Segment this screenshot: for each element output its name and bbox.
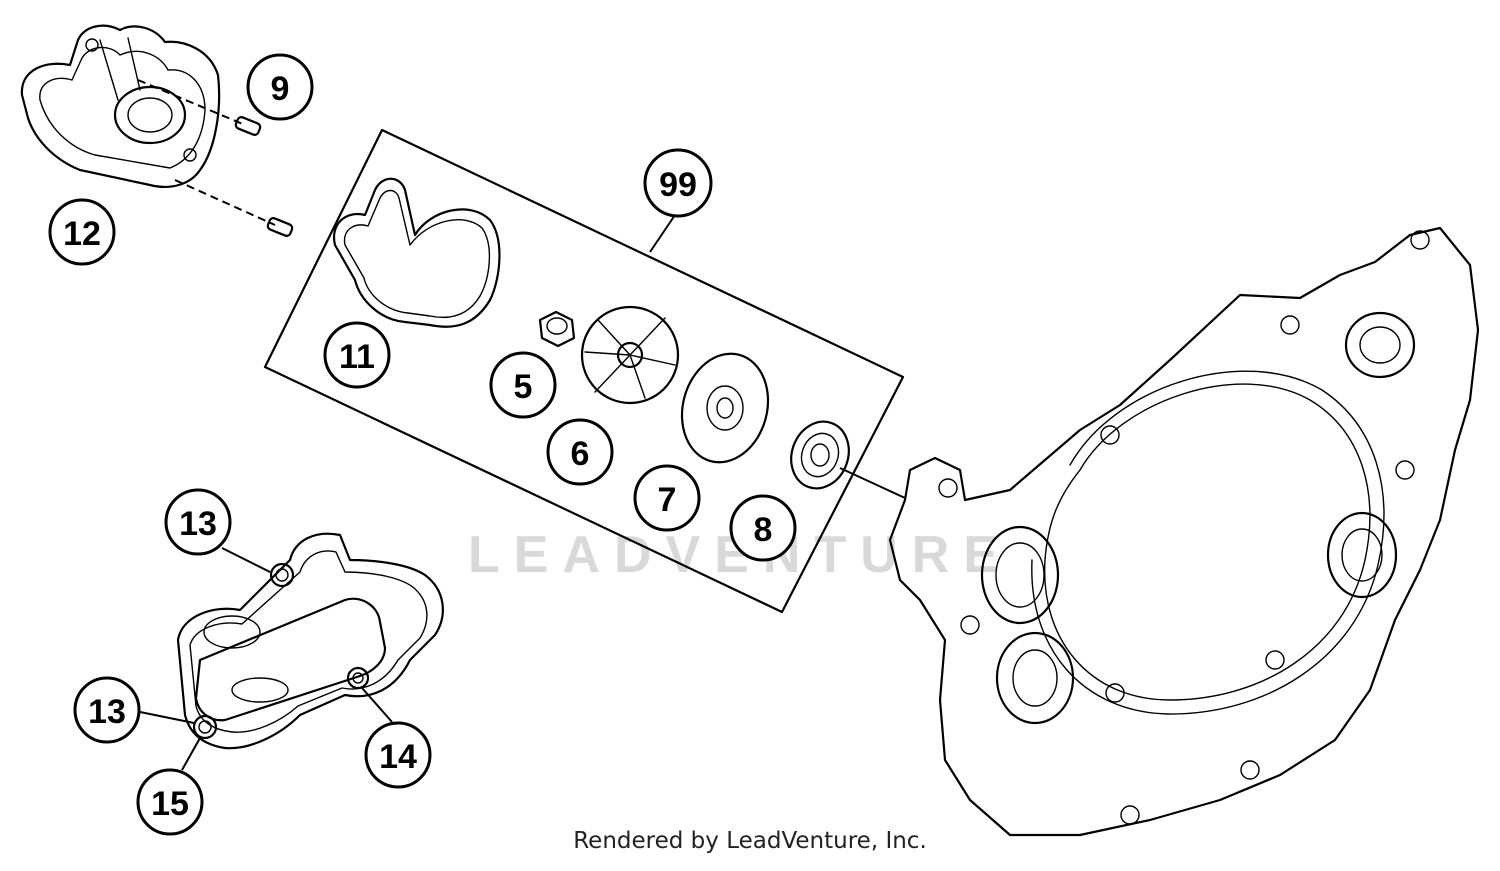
gasket-part	[332, 177, 501, 328]
callout-14: 14	[364, 721, 432, 789]
svg-text:7: 7	[658, 481, 677, 519]
callout-99: 99	[643, 148, 713, 218]
callout-9: 9	[246, 53, 314, 121]
svg-text:13: 13	[88, 693, 126, 731]
callout-15: 15	[136, 768, 204, 836]
render-credit: Rendered by LeadVenture, Inc.	[573, 828, 927, 854]
svg-text:12: 12	[63, 215, 101, 253]
svg-text:13: 13	[179, 505, 217, 543]
svg-text:15: 15	[151, 785, 189, 823]
callout-11: 11	[323, 321, 391, 389]
svg-text:11: 11	[339, 338, 375, 376]
impeller-nut-part	[538, 310, 576, 348]
svg-text:9: 9	[271, 70, 290, 108]
water-pump-shaft-part	[680, 352, 770, 464]
callout-6: 6	[546, 418, 614, 486]
repair-kit-frame	[263, 128, 905, 614]
svg-text:5: 5	[514, 368, 533, 406]
bearing-part	[790, 420, 906, 499]
svg-text:99: 99	[659, 166, 697, 204]
callout-13-upper: 13	[164, 488, 232, 556]
water-pump-cover-part	[20, 24, 221, 188]
svg-text:14: 14	[379, 738, 417, 776]
callout-12: 12	[48, 198, 116, 266]
callout-7: 7	[633, 464, 701, 532]
svg-text:8: 8	[754, 511, 773, 549]
svg-text:6: 6	[571, 435, 590, 473]
callout-13-lower: 13	[73, 676, 141, 744]
callout-5: 5	[489, 351, 557, 419]
clutch-cover-part	[888, 226, 1480, 837]
water-pump-lower-cover-part	[176, 532, 444, 750]
impeller-part	[580, 305, 680, 405]
callout-8: 8	[729, 494, 797, 562]
dowel-pin-part	[137, 79, 294, 237]
